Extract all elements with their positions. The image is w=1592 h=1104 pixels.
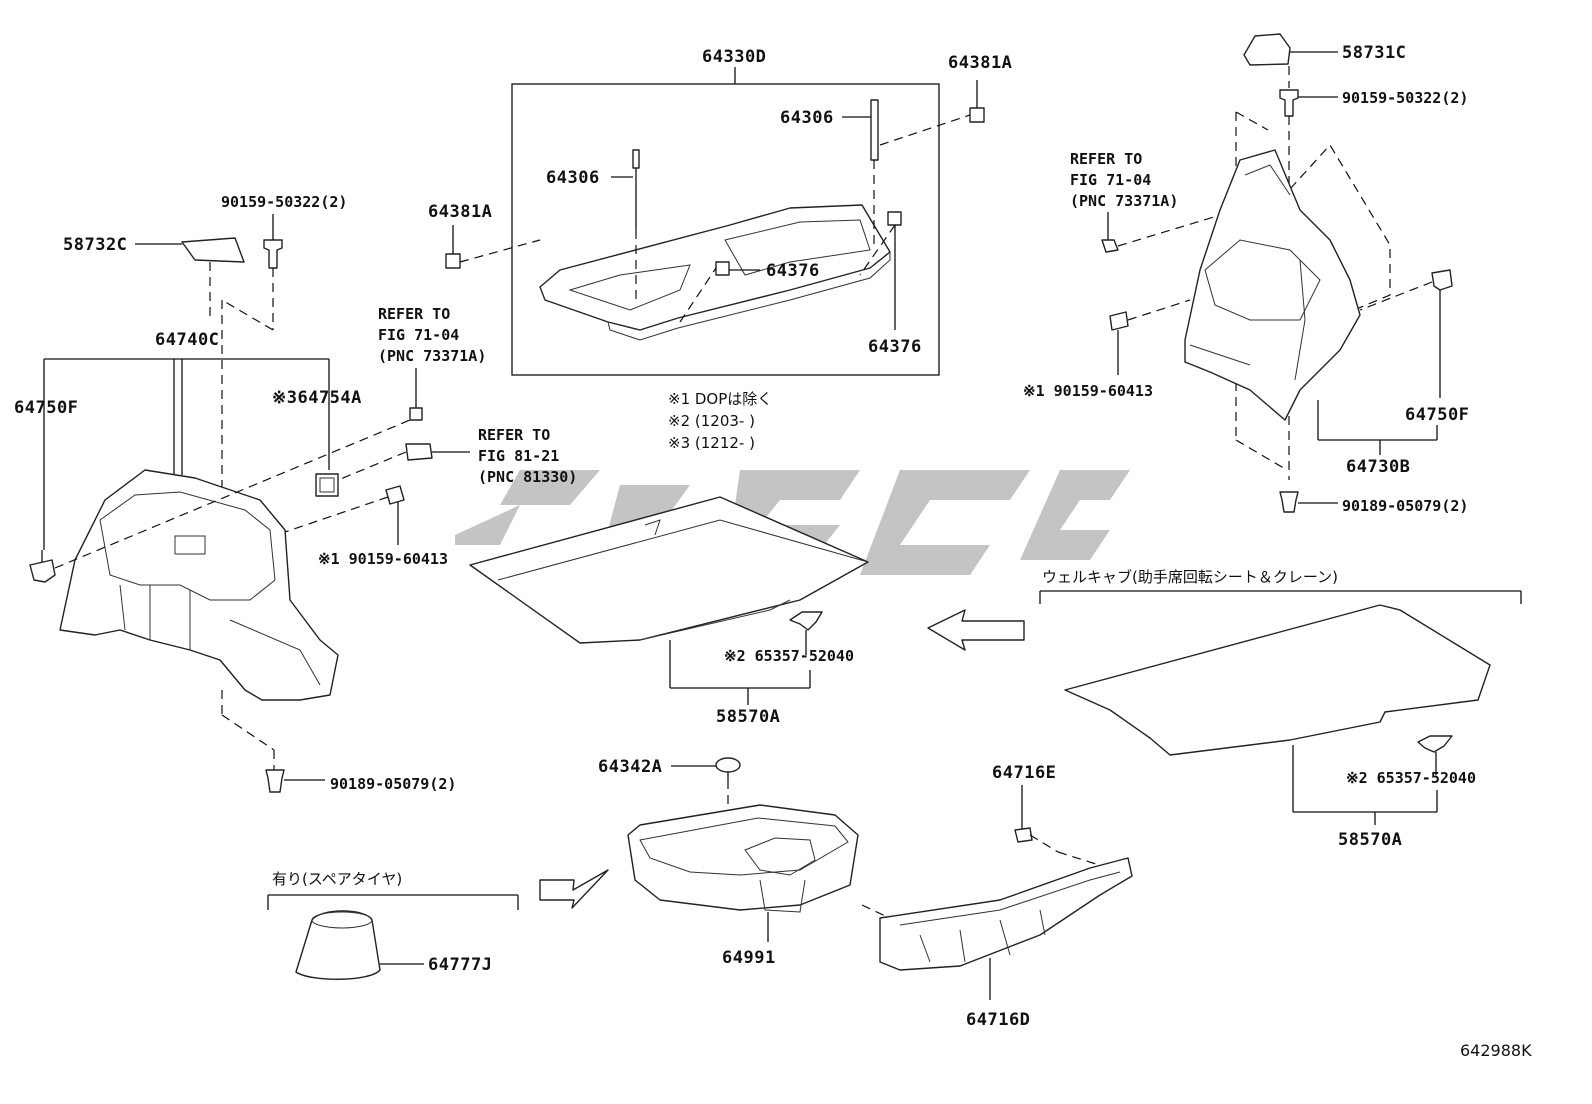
note-3: ※3 (1212- ) [668,434,755,452]
clip-ref-part[interactable] [409,407,423,421]
clip-64750F-right-part[interactable] [1431,269,1453,291]
label-90189-05079-left[interactable]: 90189-05079(2) [330,775,456,793]
label-64991[interactable]: 64991 [722,948,776,968]
label-64730B[interactable]: 64730B [1346,457,1410,477]
label-64381A-right[interactable]: 64381A [948,53,1012,73]
spare-group: 有り(スペアタイヤ) 64777J [267,870,519,980]
clip-64381A-right[interactable] [969,107,985,123]
clip-bottom-left-part[interactable] [265,769,285,793]
label-58570A-right[interactable]: 58570A [1338,830,1402,850]
label-90159-60413-left[interactable]: ※1 90159-60413 [318,550,448,568]
refer-left-3[interactable]: (PNC 73371A) [378,347,486,365]
label-64306-left[interactable]: 64306 [546,168,600,188]
notes: ※1 DOPは除く ※2 (1203- ) ※3 (1212- ) [668,390,772,452]
hook-welcab-part[interactable] [1417,735,1453,753]
label-64750F-left[interactable]: 64750F [14,398,78,418]
arrow-right-icon [539,869,609,909]
label-64306-right[interactable]: 64306 [780,108,834,128]
label-64716D[interactable]: 64716D [966,1010,1030,1030]
label-64381A-left[interactable]: 64381A [428,202,492,222]
refer-left2-3[interactable]: (PNC 81330) [478,468,577,486]
note-1: ※1 DOPは除く [668,390,772,408]
label-90159-50322-left[interactable]: 90159-50322(2) [221,193,347,211]
package-tray-part[interactable] [539,204,891,331]
back-panel-trim-group: 64716E 64716D [861,763,1133,1030]
connector-part[interactable] [405,443,433,461]
right-side-trim-group: 58731C 90159-50322(2) REFER TO FIG 71-04… [1023,33,1469,515]
grommet-part[interactable] [315,473,339,497]
refer-right-2[interactable]: FIG 71-04 [1070,171,1151,189]
clip-64716E-part[interactable] [1014,827,1033,843]
spacer-64777J-part[interactable] [295,910,381,980]
label-90159-60413-right[interactable]: ※1 90159-60413 [1023,382,1153,400]
left-side-trim-group: 58732C 90159-50322(2) 64740C 64750F ※364… [14,193,577,793]
cover-58731C-part[interactable] [1243,33,1291,66]
clip-part[interactable] [715,261,730,276]
deck-board-welcab-part[interactable] [1064,604,1491,756]
refer-left2-1[interactable]: REFER TO [478,426,550,444]
label-65357-right[interactable]: ※2 65357-52040 [1346,769,1476,787]
label-64750F-right[interactable]: 64750F [1405,405,1469,425]
clip-64750F-left-part[interactable] [29,559,56,583]
pin-part[interactable] [870,99,879,161]
cap-64342A-part[interactable] [715,757,741,773]
bolt-right-part[interactable] [1109,311,1129,331]
label-welcab: ウェルキャブ(助手席回転シート＆クレーン) [1042,568,1338,586]
group-box [511,83,940,376]
label-64777J[interactable]: 64777J [428,955,492,975]
label-65357-center[interactable]: ※2 65357-52040 [724,647,854,665]
cover-58732C-part[interactable] [181,237,245,263]
clip-ref-right-part[interactable] [1101,239,1119,253]
label-90159-50322-right[interactable]: 90159-50322(2) [1342,89,1468,107]
arrow-left-icon [927,609,1025,651]
quarter-trim-right-part[interactable] [1184,149,1361,421]
label-64342A[interactable]: 64342A [598,757,662,777]
back-panel-trim-64716D-part[interactable] [879,857,1133,971]
luggage-tray-group: 64342A 64991 [598,757,859,968]
refer-left-1[interactable]: REFER TO [378,305,450,323]
note-2: ※2 (1203- ) [668,412,755,430]
refer-right-1[interactable]: REFER TO [1070,150,1142,168]
clip-bottom-right-part[interactable] [1279,491,1299,513]
label-90189-05079-right[interactable]: 90189-05079(2) [1342,497,1468,515]
deck-board-group: ※2 65357-52040 58570A [469,496,869,727]
label-64716E[interactable]: 64716E [992,763,1056,783]
screw-part[interactable] [263,239,283,269]
bolt-part[interactable] [385,485,405,505]
refer-left2-2[interactable]: FIG 81-21 [478,447,559,465]
screw-right-part[interactable] [1279,89,1299,117]
label-64754A[interactable]: ※364754A [272,388,362,408]
label-64740C[interactable]: 64740C [155,330,219,350]
hook-part[interactable] [789,611,823,631]
diagram-id: 642988K [1460,1041,1532,1060]
label-64330D[interactable]: 64330D [702,47,766,67]
label-58732C[interactable]: 58732C [63,235,127,255]
quarter-trim-panel-part[interactable] [59,469,339,701]
label-64376-b[interactable]: 64376 [868,337,922,357]
refer-left-2[interactable]: FIG 71-04 [378,326,459,344]
label-spare: 有り(スペアタイヤ) [272,870,402,888]
label-58731C[interactable]: 58731C [1342,43,1406,63]
welcab-group: ウェルキャブ(助手席回転シート＆クレーン) ※2 65357-52040 585… [1039,568,1522,850]
label-64376-a[interactable]: 64376 [766,261,820,281]
package-tray-group: 64330D 64306 64306 64376 64376 [511,47,971,376]
label-58570A-center[interactable]: 58570A [716,707,780,727]
clip-64381A-left[interactable] [445,253,461,269]
refer-right-3[interactable]: (PNC 73371A) [1070,192,1178,210]
